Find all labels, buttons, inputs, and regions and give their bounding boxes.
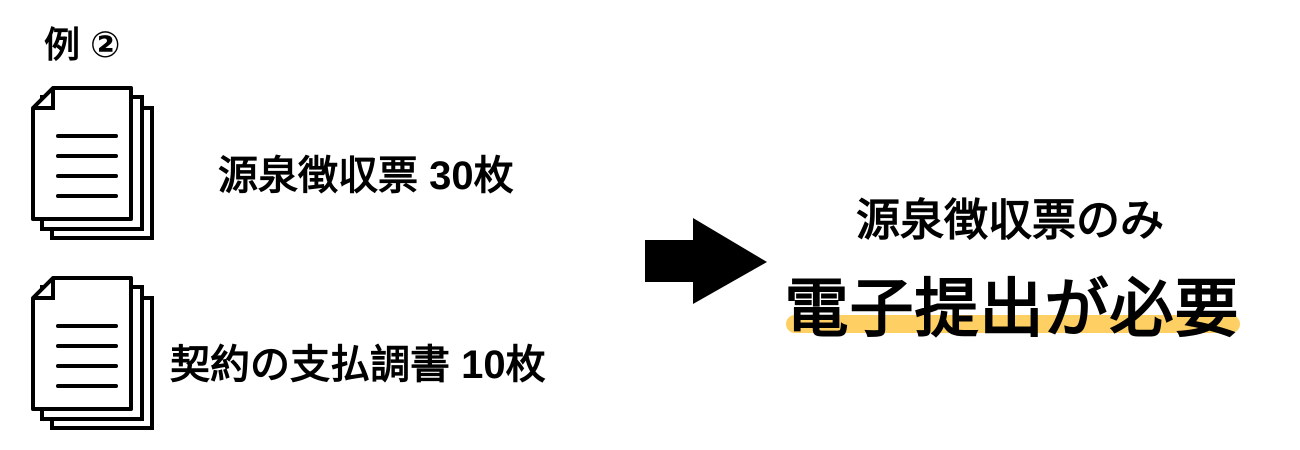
result-line-2: 電子提出が必要 — [784, 273, 1240, 345]
document-label-payment-report: 契約の支払調書 10枚 — [170, 343, 546, 387]
document-stack-icon — [31, 276, 154, 430]
example-title: 例 ② — [44, 24, 121, 65]
result-line-1: 源泉徴収票のみ — [856, 196, 1164, 245]
highlight-underline — [786, 315, 1240, 333]
document-label-withholding: 源泉徴収票 30枚 — [218, 154, 514, 198]
document-stack-icon — [31, 86, 154, 240]
right-arrow-icon — [645, 218, 767, 304]
